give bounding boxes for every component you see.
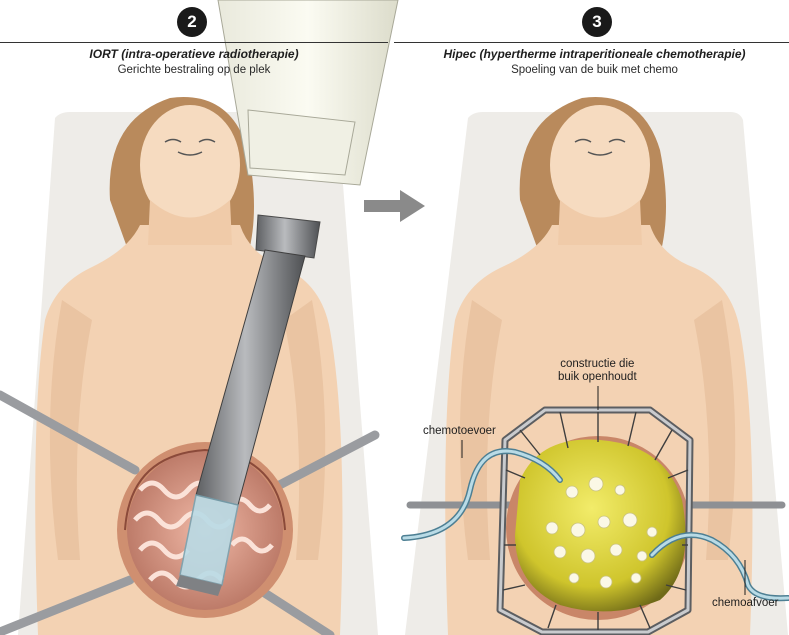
header-rule-right — [394, 42, 789, 43]
arm-right-b — [694, 300, 736, 560]
eyes-right — [574, 138, 626, 156]
step-badge-3: 3 — [582, 7, 612, 37]
intestine-outline-left — [124, 448, 286, 531]
bubbles — [545, 476, 658, 589]
neck-left — [148, 200, 232, 245]
step-badge-2: 2 — [177, 7, 207, 37]
label-outflow: chemoafvoer — [712, 597, 779, 609]
face-left — [140, 105, 240, 225]
header-rule-left — [0, 42, 388, 43]
arm-left-b — [284, 300, 326, 560]
eyes-left — [164, 138, 216, 156]
leader-lines — [461, 386, 746, 595]
left-panel-figure — [0, 0, 399, 635]
face-right — [550, 105, 650, 225]
right-panel-figure — [401, 97, 789, 635]
arrow-right-icon — [364, 190, 425, 222]
panel-subtitle-left: Gerichte bestraling op de plek — [117, 64, 271, 76]
panel-title-left: IORT (intra-operatieve radiotherapie) — [89, 47, 299, 61]
neck-right — [558, 200, 642, 245]
label-frame: constructie die buik openhoudt — [558, 358, 637, 383]
panel-title-right: Hipec (hypertherme intraperitioneale che… — [443, 47, 746, 61]
label-inflow: chemotoevoer — [423, 425, 496, 437]
frame-spokes — [502, 411, 689, 630]
panel-subtitle-right: Spoeling van de buik met chemo — [511, 64, 678, 76]
retractors-left — [0, 390, 380, 635]
applicator-collar — [255, 214, 321, 259]
iort-applicator — [176, 0, 399, 596]
